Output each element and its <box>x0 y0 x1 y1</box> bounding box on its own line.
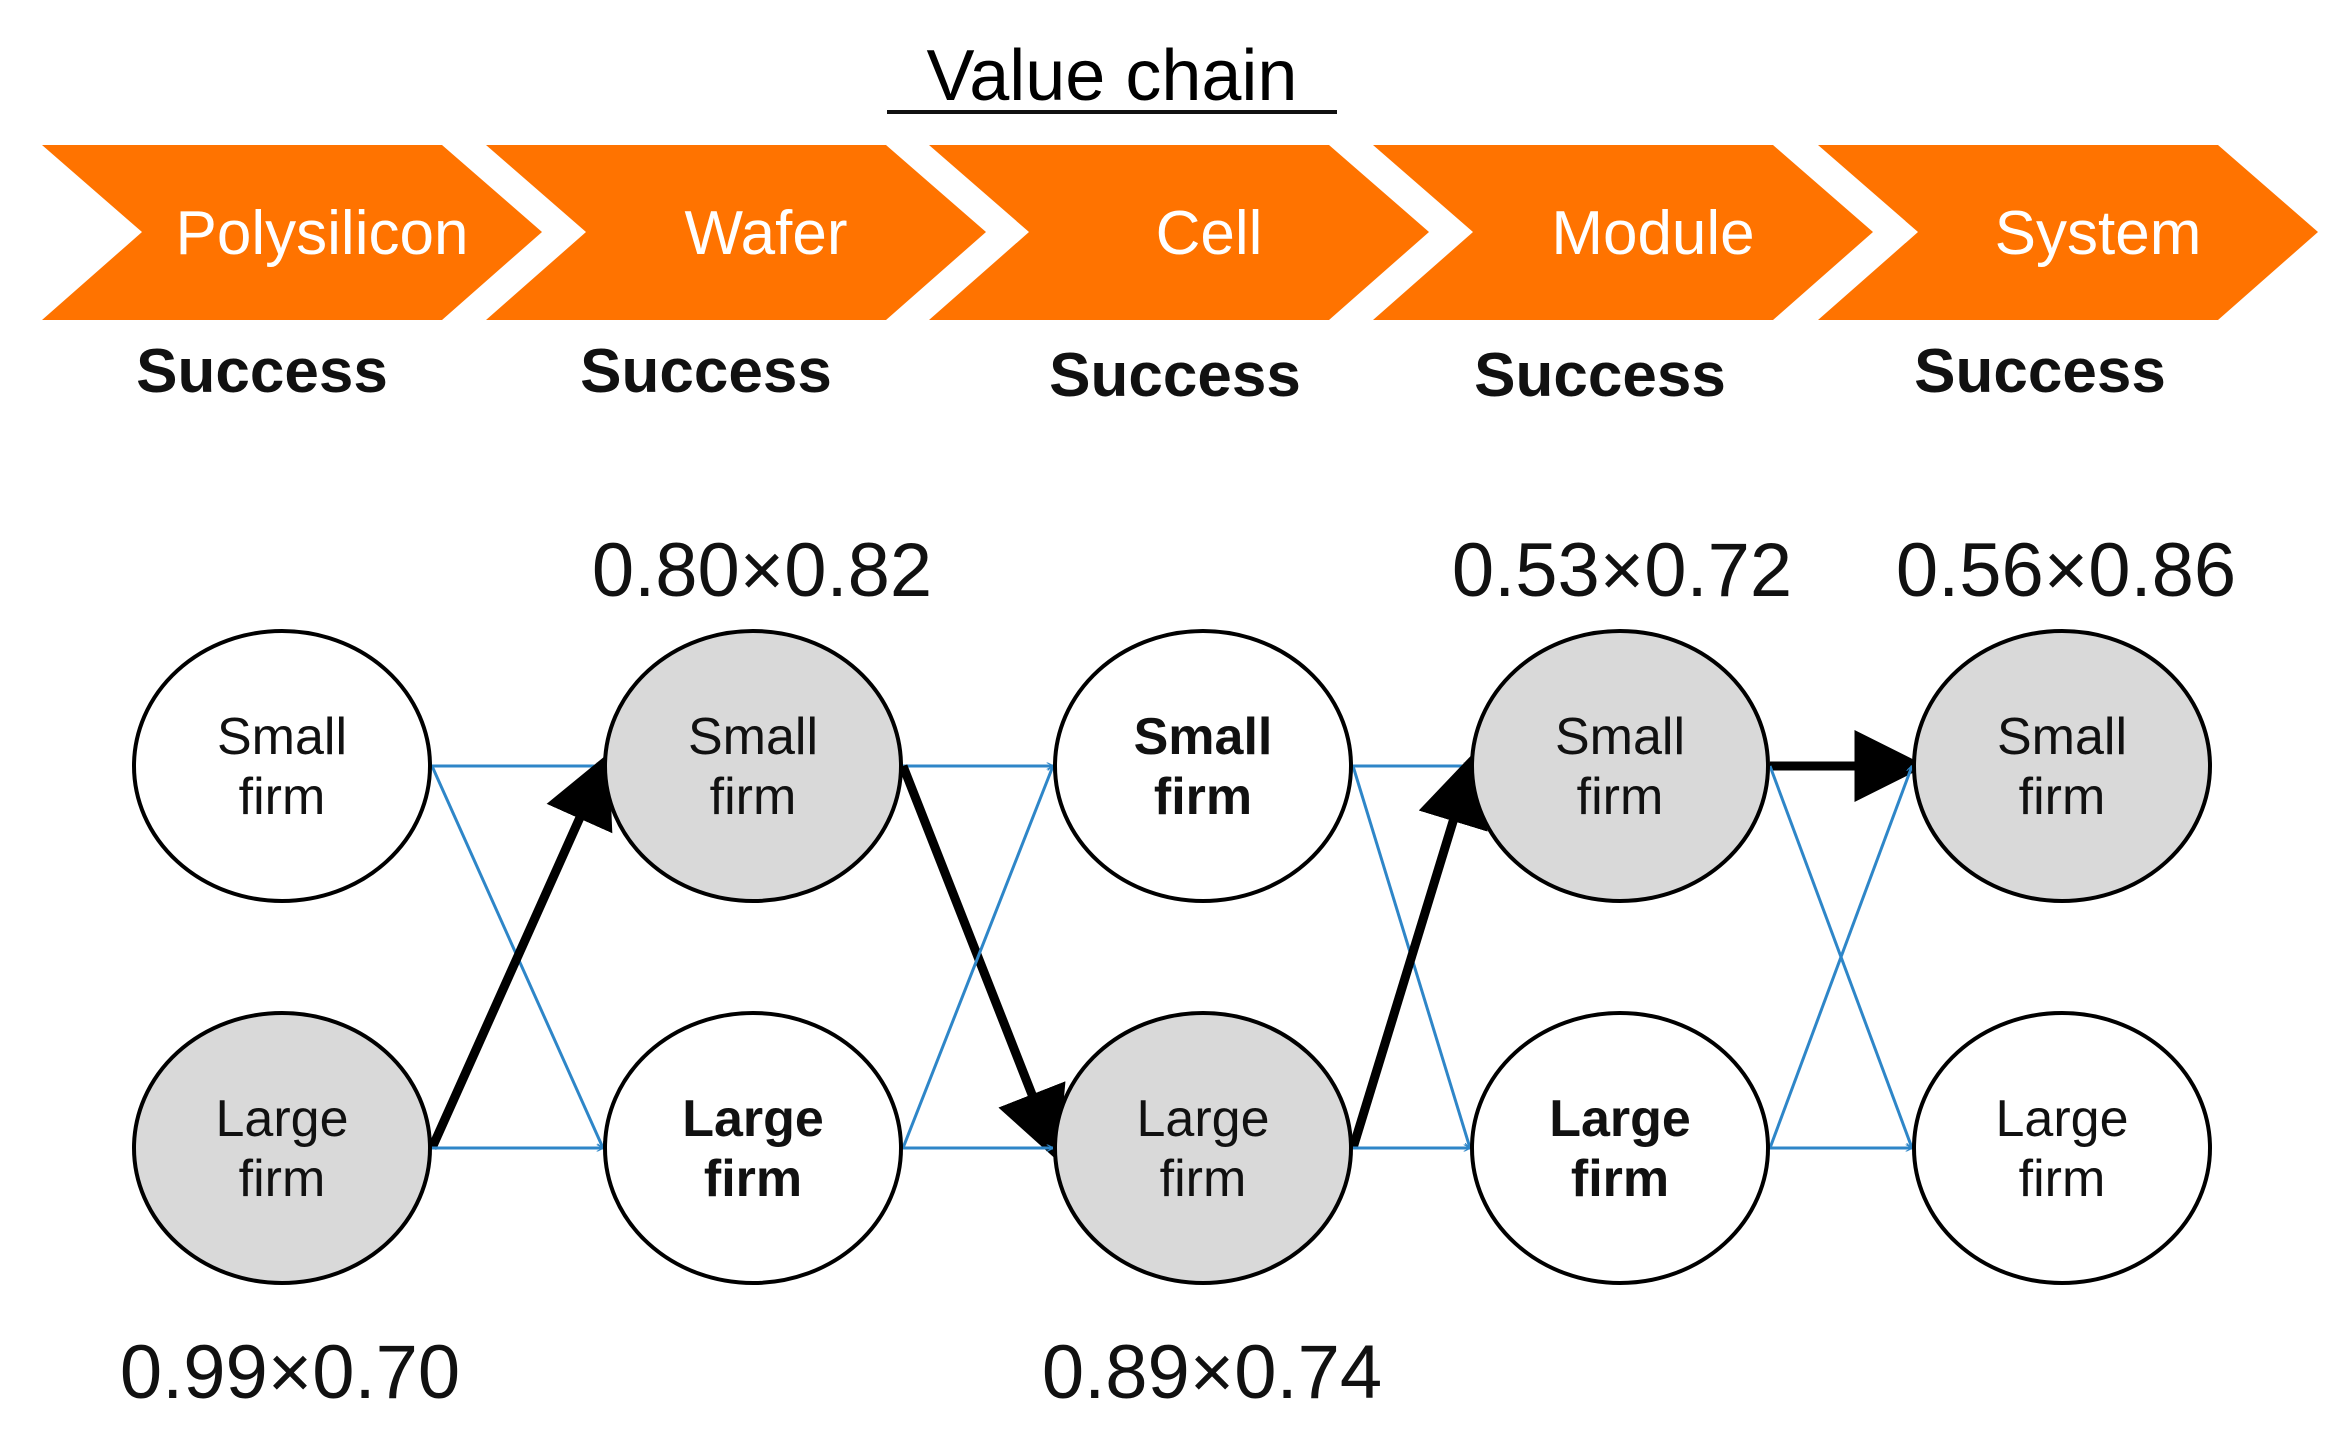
stage-label: Wafer <box>684 199 847 268</box>
stage-wafer: Wafer <box>486 145 986 320</box>
node-label: firm <box>2019 768 2106 826</box>
node-label: firm <box>1160 1150 1247 1208</box>
stage-label: Polysilicon <box>176 199 469 268</box>
chevron-arrow-shape <box>42 145 542 320</box>
node-label: Large <box>1549 1090 1691 1148</box>
chevron-arrow-shape <box>929 145 1429 320</box>
node-label: Large <box>682 1090 824 1148</box>
stage-module: Module <box>1373 145 1873 320</box>
node-label: firm <box>1571 1150 1669 1208</box>
node-label: Small <box>1134 708 1273 766</box>
node-ellipse <box>603 629 903 903</box>
node-ellipse <box>1470 1011 1770 1285</box>
node-ellipse <box>603 1011 903 1285</box>
probability-label: 0.80×0.82 <box>592 528 932 613</box>
chevron-arrow-shape <box>1373 145 1873 320</box>
node-ellipse <box>132 629 432 903</box>
stage-status: Success <box>1914 337 2166 406</box>
node-label: Large <box>216 1090 349 1148</box>
node-label: firm <box>239 1150 326 1208</box>
node-label: Large <box>1137 1090 1270 1148</box>
probability-label: 0.56×0.86 <box>1896 528 2236 613</box>
node-label: Large <box>1996 1090 2129 1148</box>
node-ellipse <box>132 1011 432 1285</box>
node-ellipse <box>1470 629 1770 903</box>
transition-arrow <box>901 766 1053 1149</box>
node-label: firm <box>239 768 326 826</box>
chevron-arrow-shape <box>1818 145 2318 320</box>
node-label: Small <box>1997 708 2127 766</box>
node-ellipse <box>1912 1011 2212 1285</box>
probability-label: 0.99×0.70 <box>120 1330 460 1415</box>
node-label: Small <box>1555 708 1685 766</box>
probability-label: 0.89×0.74 <box>1042 1330 1382 1415</box>
transition-arrow <box>1768 766 1912 1149</box>
node-label: Small <box>217 708 347 766</box>
stage-label: System <box>1995 199 2202 268</box>
node-ellipse <box>1053 1011 1353 1285</box>
node-label: Small <box>688 708 818 766</box>
node-label: firm <box>2019 1150 2106 1208</box>
stage-status: Success <box>1474 341 1726 410</box>
stage-status: Success <box>1049 341 1301 410</box>
node-label: firm <box>704 1150 802 1208</box>
diagram-title: Value chain <box>927 36 1298 116</box>
node-label: firm <box>710 768 797 826</box>
node-label: firm <box>1154 768 1252 826</box>
stage-cell: Cell <box>929 145 1429 320</box>
stage-status: Success <box>136 337 388 406</box>
highlighted-path-arrow <box>1348 752 1488 1150</box>
stage-label: Module <box>1551 199 1754 268</box>
stage-system: System <box>1818 145 2318 320</box>
node-ellipse <box>1053 629 1353 903</box>
probability-label: 0.53×0.72 <box>1452 528 1792 613</box>
stage-polysilicon: Polysilicon <box>42 145 542 320</box>
highlighted-path-arrow <box>427 752 613 1150</box>
node-label: firm <box>1577 768 1664 826</box>
chevron-arrow-shape <box>486 145 986 320</box>
stage-status: Success <box>580 337 832 406</box>
stage-label: Cell <box>1156 199 1263 268</box>
node-ellipse <box>1912 629 2212 903</box>
